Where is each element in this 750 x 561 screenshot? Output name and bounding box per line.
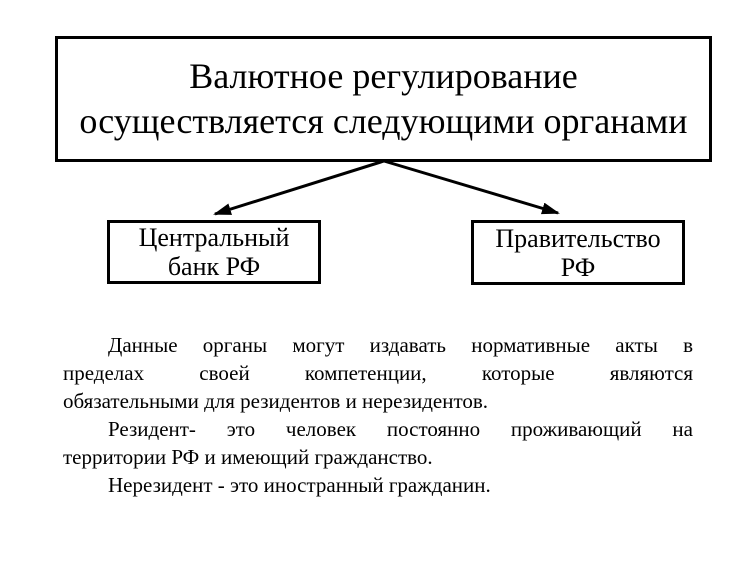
arrow-to-central-bank xyxy=(213,159,385,216)
arrow-to-government xyxy=(383,159,560,215)
body-line: Нерезидент - это иностранный гражданин. xyxy=(108,473,491,497)
text-line: Валютное регулирование xyxy=(189,56,578,96)
body-text: Данные органы могут издавать нормативные… xyxy=(63,331,693,499)
text-line: РФ xyxy=(560,252,596,282)
body-line: пределах своей компетенции, которые явля… xyxy=(63,361,693,385)
body-line: Резидент- это человек постоянно проживаю… xyxy=(108,417,693,441)
title-box: Валютное регулирование осуществляется сле… xyxy=(55,36,712,162)
body-line: территории РФ и имеющий гражданство. xyxy=(63,445,433,469)
text-line: банк РФ xyxy=(167,252,261,281)
text-line: Правительство xyxy=(495,223,661,253)
text-line: осуществляется следующими органами xyxy=(79,101,688,141)
text-line: Центральный xyxy=(138,223,290,252)
body-line: Данные органы могут издавать нормативные… xyxy=(108,333,693,357)
body-line: обязательными для резидентов и нерезиден… xyxy=(63,389,489,413)
